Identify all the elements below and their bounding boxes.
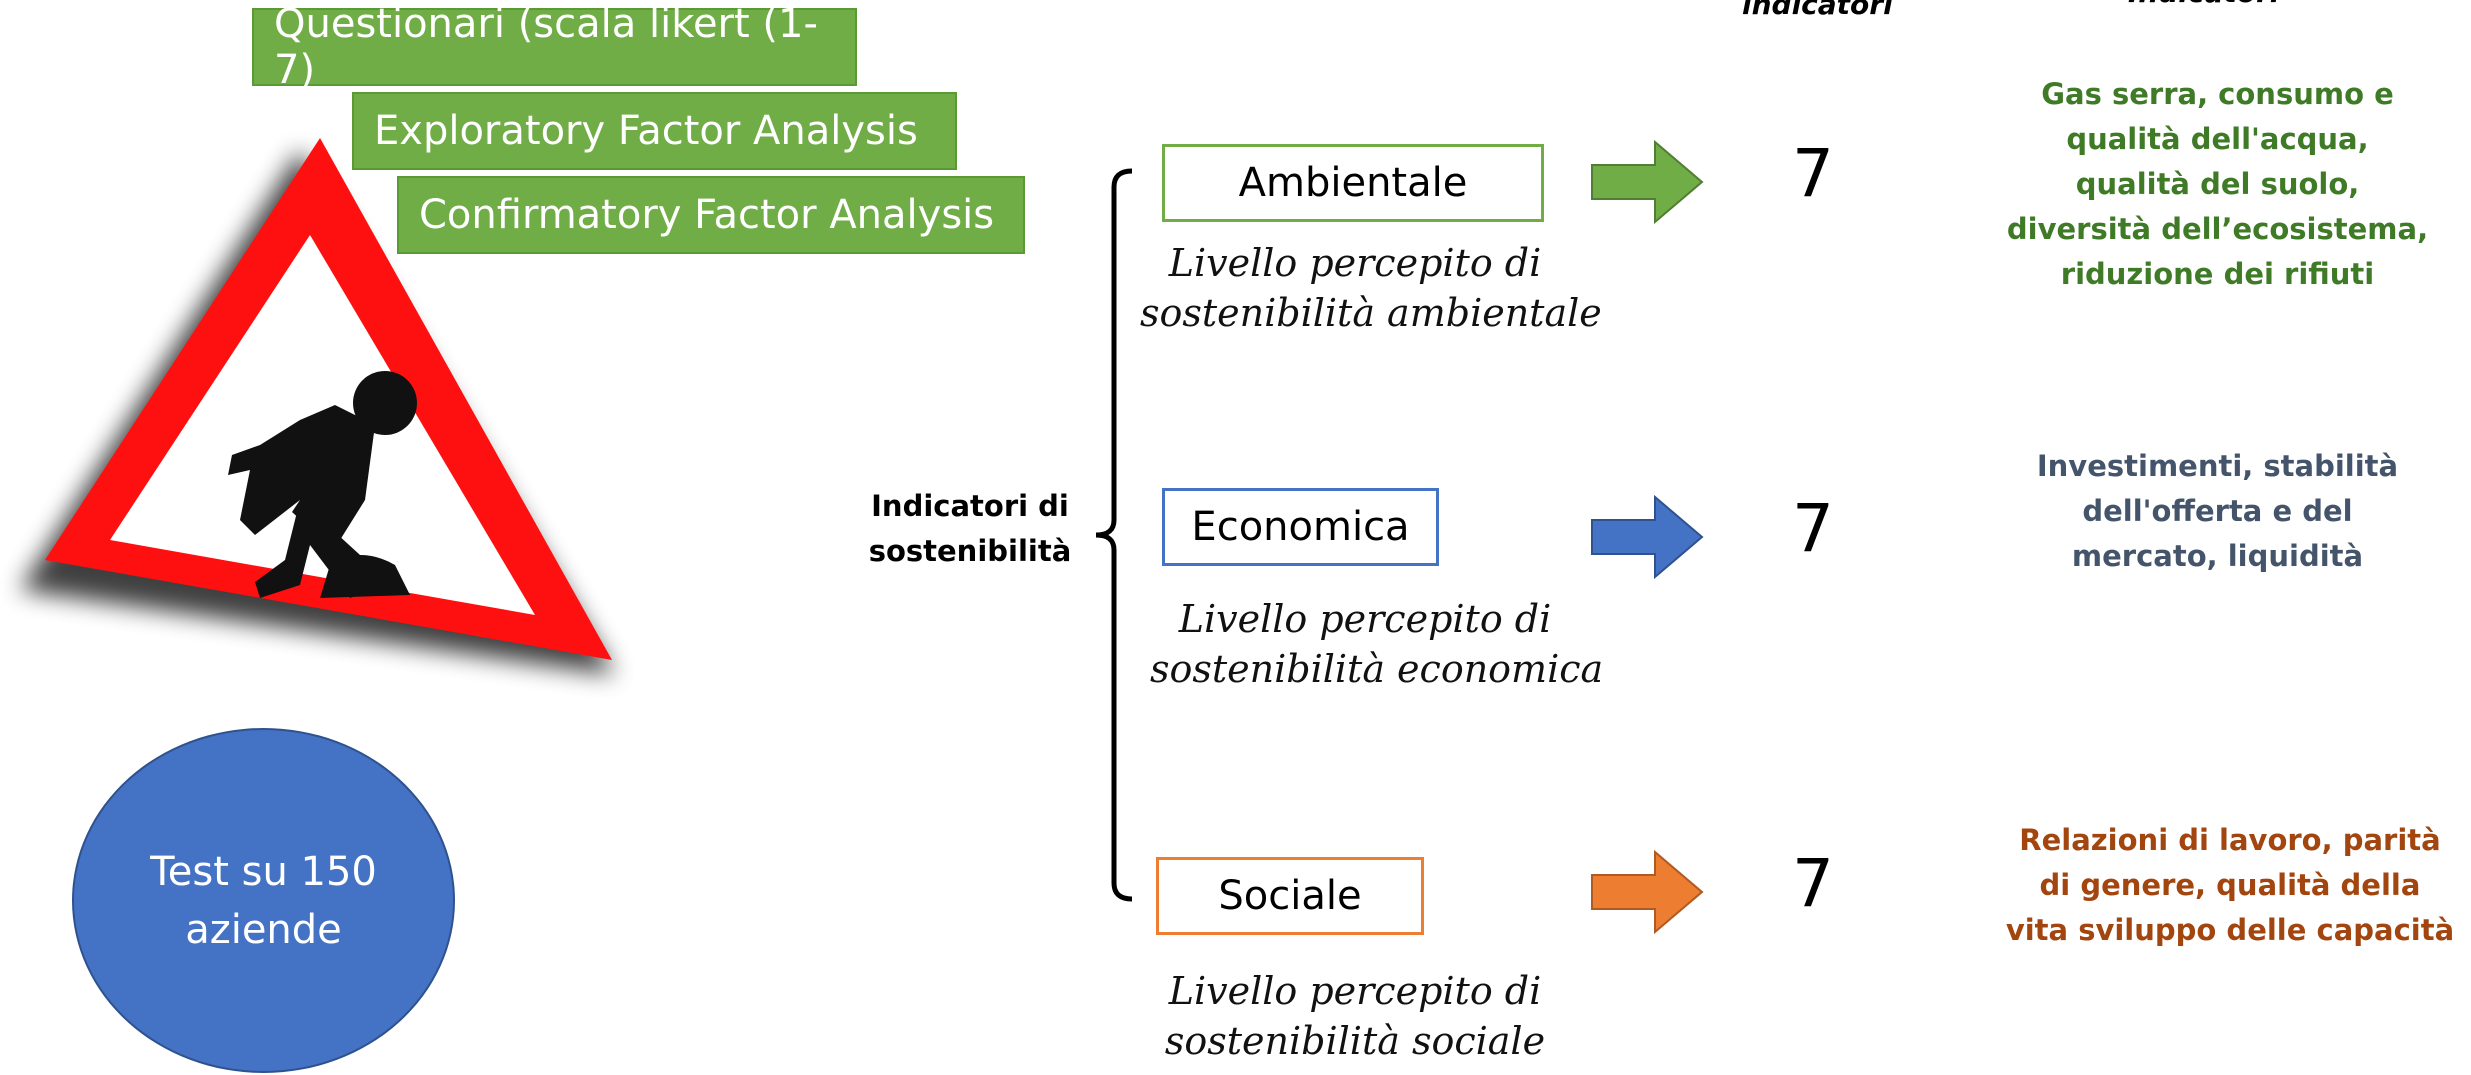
step-label: Exploratory Factor Analysis xyxy=(374,108,918,154)
step-confirmatory-factor-analysis: Confirmatory Factor Analysis xyxy=(397,176,1025,254)
category-label: Sociale xyxy=(1218,873,1362,919)
indicator-count-ambientale: 7 xyxy=(1792,135,1834,212)
indicator-count-economica: 7 xyxy=(1792,490,1834,567)
indicator-list-ambientale: Gas serra, consumo e qualità dell'acqua,… xyxy=(2006,77,2429,291)
road-work-sign-icon xyxy=(20,138,615,675)
category-box-ambientale: Ambientale xyxy=(1162,144,1544,222)
header-indicators: Indicatori xyxy=(2128,0,2280,9)
root-label: Indicatori di sostenibilità xyxy=(868,489,1072,568)
category-label: Economica xyxy=(1191,504,1410,550)
step-label: Questionari (scala likert (1-7) xyxy=(274,1,818,93)
step-exploratory-factor-analysis: Exploratory Factor Analysis xyxy=(352,92,957,170)
right-arrow-icon xyxy=(1591,850,1704,935)
step-label: Confirmatory Factor Analysis xyxy=(419,192,995,238)
test-sample-label: Test su 150 aziende xyxy=(150,848,377,953)
right-arrow-icon xyxy=(1591,495,1704,580)
category-box-sociale: Sociale xyxy=(1156,857,1424,935)
category-description-sociale: Livello percepito di sostenibilità socia… xyxy=(1164,969,1546,1063)
indicator-list-economica: Investimenti, stabilità dell'offerta e d… xyxy=(2036,449,2399,573)
right-arrow-icon xyxy=(1591,140,1704,225)
indicator-count-sociale: 7 xyxy=(1792,845,1834,922)
test-sample-circle: Test su 150 aziende xyxy=(72,728,455,1073)
category-label: Ambientale xyxy=(1238,160,1468,206)
indicator-list-sociale: Relazioni di lavoro, parità di genere, q… xyxy=(2005,823,2455,947)
category-description-economica: Livello percepito di sostenibilità econo… xyxy=(1150,597,1604,691)
category-box-economica: Economica xyxy=(1162,488,1439,566)
grouping-brace xyxy=(1095,168,1133,902)
header-count: indicatori xyxy=(1742,0,1893,21)
step-questionnaire: Questionari (scala likert (1-7) xyxy=(252,1,857,93)
category-description-ambientale: Livello percepito di sostenibilità ambie… xyxy=(1140,241,1602,335)
